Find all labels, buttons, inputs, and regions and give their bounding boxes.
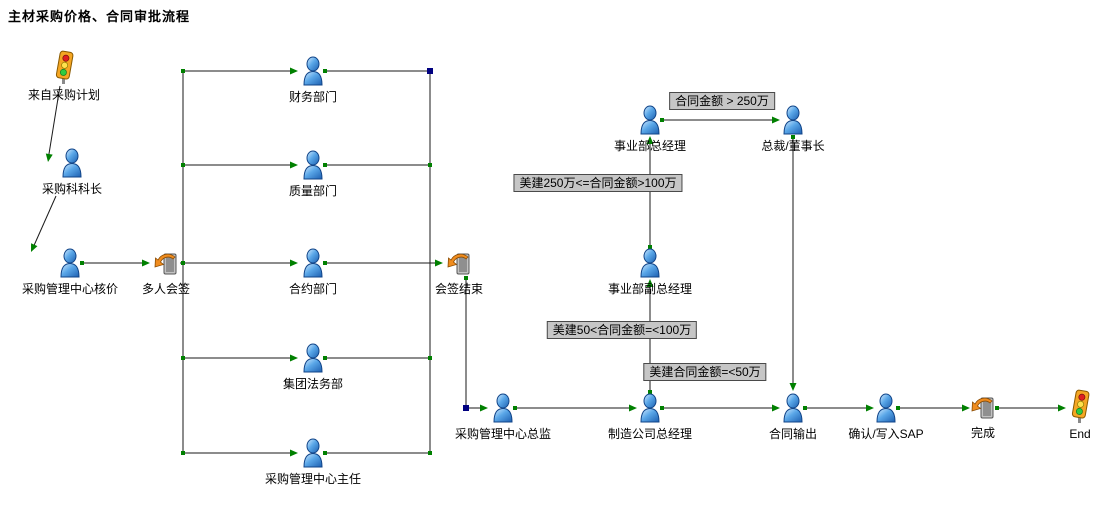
node-start[interactable]: 来自采购计划 — [0, 50, 144, 102]
node-label: 确认/写入SAP — [848, 427, 924, 441]
node-label: 合同输出 — [768, 427, 817, 441]
person-icon — [570, 248, 730, 278]
person-icon — [233, 343, 393, 373]
node-label: 采购管理中心总监 — [454, 427, 551, 441]
node-label: 制造公司总经理 — [607, 427, 692, 441]
node-label: 事业部副总经理 — [607, 282, 692, 296]
condition-label-100-250[interactable]: 美建250万<=合同金额>100万 — [513, 174, 683, 192]
condition-label-gt-250[interactable]: 合同金额 > 250万 — [669, 92, 775, 110]
condition-label-le-50[interactable]: 美建合同金额=<50万 — [643, 363, 767, 381]
page-title: 主材采购价格、合同审批流程 — [8, 9, 191, 24]
node-end[interactable]: End — [1000, 389, 1102, 441]
node-label: End — [1069, 427, 1091, 441]
person-icon — [423, 393, 583, 423]
node-label: 合约部门 — [288, 282, 337, 296]
node-division-vgm[interactable]: 事业部副总经理 — [570, 248, 730, 296]
node-contract-dept[interactable]: 合约部门 — [233, 248, 393, 296]
node-quality[interactable]: 质量部门 — [233, 150, 393, 198]
condition-label-50-100[interactable]: 美建50<合同金额=<100万 — [546, 321, 698, 339]
node-label: 财务部门 — [288, 90, 337, 104]
node-president[interactable]: 总裁/董事长 — [713, 105, 873, 153]
node-center-chief[interactable]: 采购管理中心总监 — [423, 393, 583, 441]
traffic-light-icon — [1000, 389, 1102, 423]
node-label: 完成 — [970, 426, 995, 440]
countersign-icon — [86, 250, 246, 278]
node-confirm-sap[interactable]: 确认/写入SAP — [806, 393, 966, 441]
node-pricing[interactable]: 采购管理中心核价 — [0, 248, 150, 296]
node-legal[interactable]: 集团法务部 — [233, 343, 393, 391]
node-multi-sign[interactable]: 多人会签 — [86, 250, 246, 296]
person-icon — [570, 393, 730, 423]
node-label: 会签结束 — [434, 282, 483, 296]
node-label: 多人会签 — [141, 282, 190, 296]
person-icon — [0, 148, 152, 178]
node-label: 质量部门 — [288, 184, 337, 198]
traffic-light-icon — [0, 50, 144, 84]
node-division-gm[interactable]: 事业部总经理 — [570, 105, 730, 153]
person-icon — [233, 150, 393, 180]
node-label: 事业部总经理 — [613, 139, 686, 153]
node-sign-end[interactable]: 会签结束 — [379, 250, 539, 296]
person-icon — [233, 438, 393, 468]
person-icon — [233, 248, 393, 278]
node-contract-output[interactable]: 合同输出 — [713, 393, 873, 441]
countersign-end-icon — [379, 250, 539, 278]
node-buyer-chief[interactable]: 采购科科长 — [0, 148, 152, 196]
node-finish[interactable]: 完成 — [903, 394, 1063, 440]
node-label: 总裁/董事长 — [761, 139, 825, 153]
node-label: 集团法务部 — [282, 377, 343, 391]
node-finance[interactable]: 财务部门 — [233, 56, 393, 104]
node-label: 采购管理中心核价 — [21, 282, 118, 296]
node-label: 采购管理中心主任 — [264, 472, 361, 486]
node-center-director[interactable]: 采购管理中心主任 — [233, 438, 393, 486]
node-label: 采购科科长 — [41, 182, 102, 196]
node-label: 来自采购计划 — [27, 88, 100, 102]
node-mfg-gm[interactable]: 制造公司总经理 — [570, 393, 730, 441]
person-icon — [233, 56, 393, 86]
